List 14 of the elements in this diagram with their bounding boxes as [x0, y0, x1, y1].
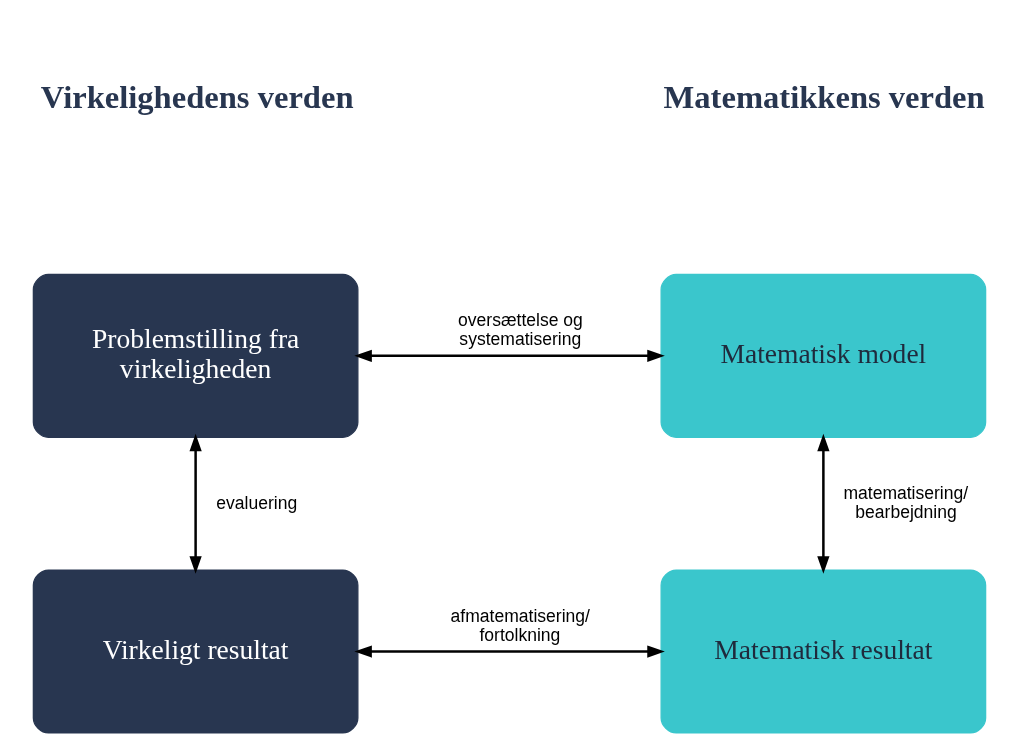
edge-label: matematisering/ bearbejdning [843, 482, 969, 522]
node-box: Matematisk resultat [660, 569, 987, 734]
edge-label: afmatematisering/ fortolkning [450, 605, 590, 645]
edge-label: oversættelse og systematisering [458, 310, 583, 349]
node-box: Virkeligt resultat [32, 569, 359, 734]
arrow [354, 349, 665, 362]
edge-label: evaluering [216, 492, 298, 513]
arrow [189, 433, 202, 574]
label: Matematikkens verden [663, 79, 985, 116]
node-box: Matematisk model [660, 273, 987, 438]
arrow [817, 433, 830, 574]
label: Virkelighedens verden [40, 79, 354, 116]
node-box: Problemstilling fra virkeligheden [32, 273, 359, 438]
arrow [354, 645, 665, 658]
